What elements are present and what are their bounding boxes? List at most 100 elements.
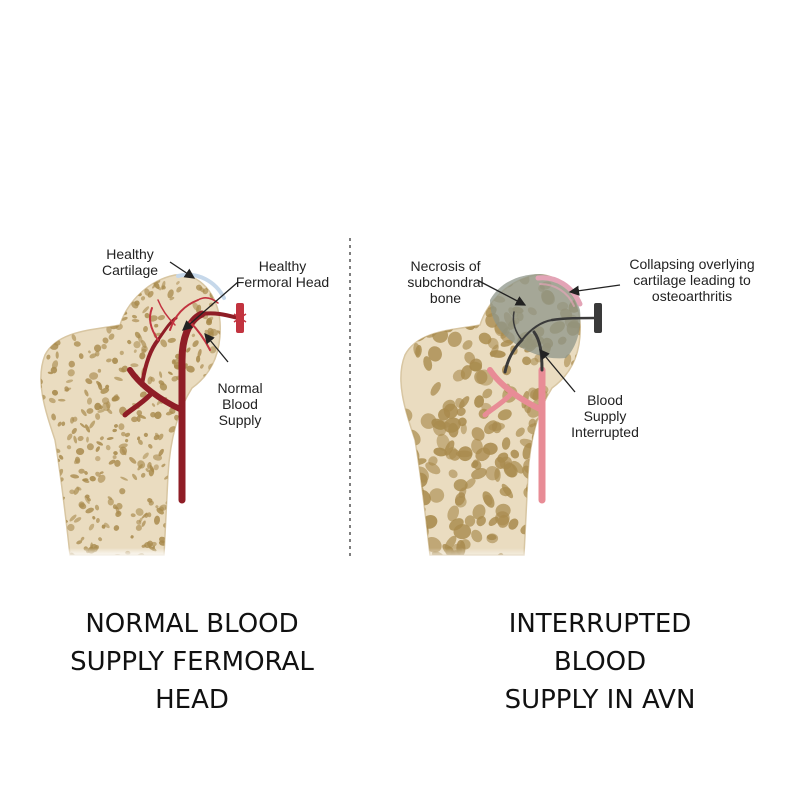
trabecula [140, 472, 146, 478]
trabecula [64, 386, 70, 392]
trabecula [55, 351, 59, 359]
trabecula [119, 350, 124, 356]
trabecula [400, 478, 414, 493]
trabecula [40, 477, 46, 483]
trabecula [185, 425, 189, 432]
trabecula [550, 453, 565, 471]
trabecula [200, 364, 204, 369]
trabecula [71, 334, 77, 342]
trabecula [186, 365, 195, 373]
trabecula [111, 357, 119, 364]
trabecula [195, 439, 201, 445]
trabecula [412, 322, 422, 333]
trabecula [400, 481, 407, 493]
trabecula [86, 436, 89, 443]
trabecula [400, 429, 411, 440]
trabecula [195, 355, 201, 363]
trabecula [176, 286, 182, 293]
trabecula [471, 427, 485, 441]
trabecula [221, 433, 227, 439]
trabecula [72, 295, 80, 299]
trabecula [220, 434, 226, 444]
trabecula [83, 300, 93, 308]
trabecula [78, 468, 85, 474]
trabecula [113, 451, 118, 456]
trabecula [400, 322, 405, 339]
trabecula [120, 476, 128, 481]
caption-line: INTERRUPTED [508, 609, 692, 639]
trabecula [136, 410, 143, 416]
trabecula [430, 382, 441, 396]
trabecula [157, 314, 166, 321]
trabecula [69, 489, 75, 495]
trabecula [491, 421, 502, 434]
trabecula [114, 376, 123, 382]
label-line: Healthy [258, 258, 307, 274]
trabecula [212, 487, 216, 493]
trabecula [114, 424, 118, 428]
trabecula [94, 321, 102, 328]
trabecula [40, 472, 42, 481]
trabecula [224, 438, 234, 449]
trabecula [56, 324, 64, 331]
label-line: Blood [587, 392, 623, 408]
trabecula [118, 423, 125, 431]
label-healthy-cartilage: Healthy Cartilage [85, 246, 175, 278]
label-necrosis: Necrosis of subchondral bone [398, 258, 493, 306]
trabecula [197, 493, 202, 500]
trabecula [80, 409, 87, 417]
trabecula [469, 361, 482, 372]
trabecula [400, 432, 403, 440]
trabecula [89, 420, 96, 429]
trabecula [40, 449, 44, 458]
label-line: Necrosis of [410, 258, 481, 274]
label-line: Cartilage [101, 262, 159, 278]
trabecula [129, 457, 137, 464]
trabecula [51, 413, 56, 421]
trabecula [40, 274, 46, 279]
trabecula [108, 459, 116, 465]
left-caption: NORMAL BLOOD SUPPLY FERMORAL HEAD [42, 605, 342, 719]
right-leader-lines [476, 279, 621, 393]
right-interrupted-artery [482, 303, 602, 504]
trabecula [73, 298, 81, 307]
trabecula [142, 306, 150, 314]
trabecula [154, 323, 159, 328]
trabecula [111, 316, 118, 319]
trabecula [102, 337, 109, 344]
trabecula [458, 417, 467, 427]
trabecula [429, 319, 440, 330]
trabecula [225, 454, 229, 461]
label-line: osteoarthritis [651, 288, 733, 304]
caption-line: NORMAL BLOOD [85, 609, 299, 639]
trabecula [530, 357, 539, 366]
label-line: bone [429, 290, 462, 306]
trabecula [68, 360, 76, 368]
trabecula [114, 459, 121, 467]
trabecula [148, 443, 153, 449]
trabecula [209, 346, 217, 354]
trabecula [148, 467, 155, 477]
trabecula [554, 458, 564, 468]
trabecula [40, 293, 48, 300]
trabecula [131, 318, 140, 323]
trabecula [86, 397, 93, 405]
trabecula [95, 471, 101, 477]
trabecula [528, 418, 536, 428]
trabecula [443, 403, 459, 419]
trabecula [167, 289, 174, 299]
caption-line: SUPPLY IN AVN [504, 685, 696, 715]
trabecula [453, 479, 468, 492]
trabecula [130, 363, 139, 368]
trabecula [191, 333, 196, 338]
label-normal-blood-supply: Normal Blood Supply [205, 380, 275, 428]
trabecula [222, 300, 228, 306]
trabecula [137, 414, 147, 419]
trabecula [117, 285, 124, 291]
trabecula [579, 332, 581, 348]
trabecula [220, 453, 226, 459]
trabecula [121, 431, 126, 437]
trabecula [67, 369, 75, 377]
trabecula [448, 449, 461, 461]
trabecula [400, 334, 408, 344]
